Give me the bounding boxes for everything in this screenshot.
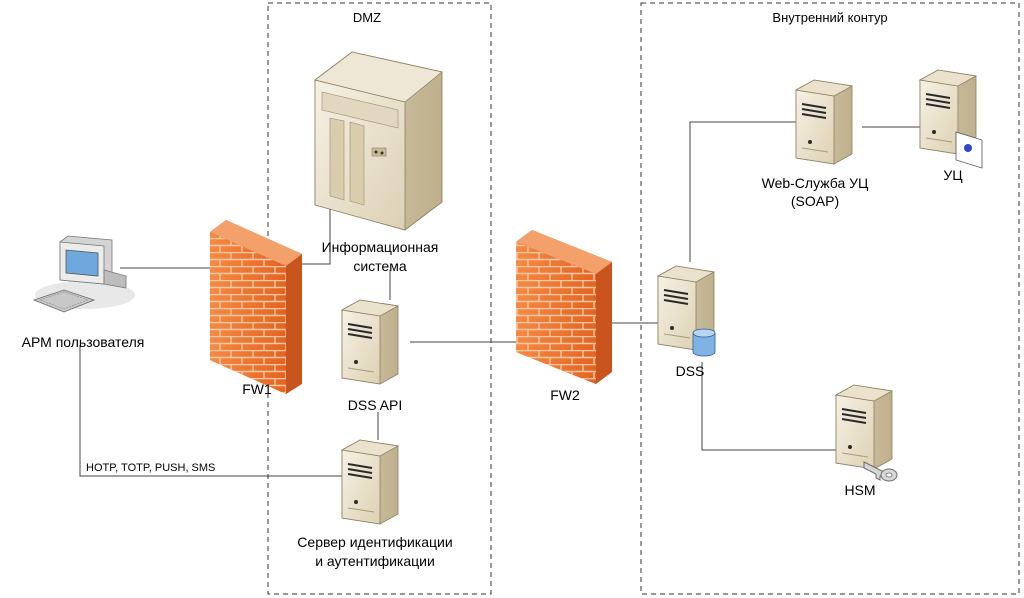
hsm-label: HSM	[844, 482, 875, 498]
server-certificate-icon	[919, 69, 983, 169]
auth-server-label-line1: Сервер идентификации	[297, 534, 452, 550]
info-system-label-line1: Информационная	[322, 239, 439, 255]
fw2-label: FW2	[550, 387, 580, 403]
firewall-icon	[210, 220, 302, 394]
server-icon	[795, 79, 853, 165]
dmz-title: DMZ	[353, 10, 381, 25]
connection-lines	[79, 121, 920, 477]
ca-label: УЦ	[943, 167, 963, 183]
workstation-label: АРМ пользователя	[22, 334, 145, 350]
link-workstation-auth	[79, 345, 345, 477]
web-service-label-line2: (SOAP)	[791, 193, 839, 209]
server-database-icon	[657, 265, 716, 357]
fw1-label: FW1	[242, 381, 272, 397]
internal-zone-title: Внутренний контур	[772, 10, 887, 25]
dss-api-label: DSS API	[348, 397, 402, 413]
link-fw1-info-system	[302, 205, 331, 265]
firewall-icon	[516, 230, 612, 384]
link-dss-web-service	[689, 121, 797, 262]
auth-channel-label: HOTP, TOTP, PUSH, SMS	[86, 462, 215, 474]
auth-server-label-line2: и аутентификации	[315, 553, 435, 569]
link-dss-hsm	[701, 362, 836, 451]
server-icon	[341, 299, 399, 385]
server-icon	[341, 439, 399, 525]
info-system-label-line2: система	[353, 258, 406, 274]
web-service-label-line1: Web-Служба УЦ	[762, 175, 869, 191]
workstation-icon	[32, 235, 135, 313]
server-tower-icon	[314, 51, 443, 231]
dss-label: DSS	[676, 363, 705, 379]
server-key-icon	[835, 384, 898, 482]
internal-zone	[640, 2, 1020, 595]
